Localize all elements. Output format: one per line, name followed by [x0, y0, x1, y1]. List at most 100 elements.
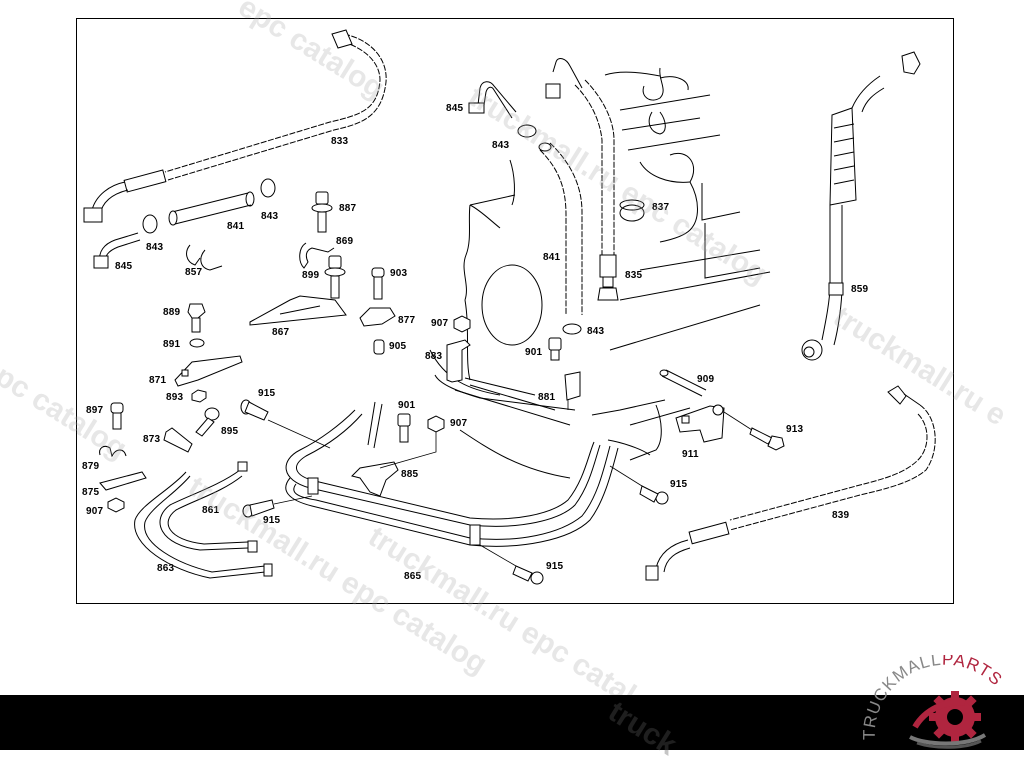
- part-889-bolt: [187, 303, 206, 333]
- callout-897[interactable]: 897: [86, 405, 104, 416]
- part-833-hose: [83, 29, 387, 223]
- callout-875[interactable]: 875: [82, 487, 100, 498]
- part-887-bolt: [311, 191, 333, 233]
- part-907-nut: [107, 497, 125, 513]
- callout-913[interactable]: 913: [786, 424, 804, 435]
- part-869-clip: [299, 242, 335, 269]
- callout-865[interactable]: 865: [404, 571, 422, 582]
- part-907-nut: [379, 415, 445, 469]
- part-895-bolt: [195, 407, 220, 437]
- part-873-plate: [163, 427, 193, 453]
- callout-889[interactable]: 889: [163, 307, 181, 318]
- part-843-clamp: [142, 178, 276, 234]
- part-865-line: [285, 401, 619, 547]
- gear-icon: [909, 691, 987, 749]
- part-903-bolt: [371, 267, 385, 300]
- part-915-bolt: [479, 544, 544, 585]
- part-901-bolt: [397, 413, 411, 443]
- part-841-tube: [538, 142, 583, 315]
- callout-863[interactable]: 863: [157, 563, 175, 574]
- part-905-spacer: [373, 339, 385, 355]
- callout-881[interactable]: 881: [538, 392, 556, 403]
- callout-887[interactable]: 887: [339, 203, 357, 214]
- part-901-bolt: [548, 337, 562, 361]
- part-911-bracket: [675, 404, 725, 443]
- part-861-pipe: [159, 461, 258, 553]
- diagram-frame: [76, 18, 954, 604]
- part-915-bolt: [609, 465, 669, 505]
- callout-843[interactable]: 843: [587, 326, 605, 337]
- part-915-bolt: [240, 399, 331, 449]
- callout-915[interactable]: 915: [263, 515, 281, 526]
- callout-915[interactable]: 915: [258, 388, 276, 399]
- callout-903[interactable]: 903: [390, 268, 408, 279]
- callout-833[interactable]: 833: [331, 136, 349, 147]
- part-891-washer: [189, 338, 205, 348]
- callout-841[interactable]: 841: [543, 252, 561, 263]
- callout-837[interactable]: 837: [652, 202, 670, 213]
- callout-879[interactable]: 879: [82, 461, 100, 472]
- part-857-clip: [186, 244, 223, 271]
- callout-899[interactable]: 899: [302, 270, 320, 281]
- logo-text-accent: PARTS: [942, 655, 1006, 690]
- callout-843[interactable]: 843: [261, 211, 279, 222]
- callout-885[interactable]: 885: [401, 469, 419, 480]
- callout-907[interactable]: 907: [450, 418, 468, 429]
- callout-843[interactable]: 843: [146, 242, 164, 253]
- part-907-nut: [453, 315, 471, 333]
- part-863-pipe: [134, 471, 273, 579]
- callout-911[interactable]: 911: [682, 449, 699, 460]
- callout-915[interactable]: 915: [670, 479, 688, 490]
- callout-859[interactable]: 859: [851, 284, 869, 295]
- callout-841[interactable]: 841: [227, 221, 245, 232]
- callout-871[interactable]: 871: [149, 375, 167, 386]
- part-859-hose: [801, 51, 921, 361]
- watermark: truck: [602, 695, 683, 762]
- part-913-bolt: [723, 411, 785, 451]
- part-867-bracket: [249, 295, 347, 326]
- callout-895[interactable]: 895: [221, 426, 239, 437]
- callout-845[interactable]: 845: [446, 103, 464, 114]
- part-871-bracket: [174, 355, 243, 387]
- callout-891[interactable]: 891: [163, 339, 181, 350]
- part-883-bracket: [446, 339, 471, 383]
- footer-bar: truck: [0, 695, 1024, 762]
- callout-845[interactable]: 845: [115, 261, 133, 272]
- callout-861[interactable]: 861: [202, 505, 220, 516]
- part-885-bracket: [351, 461, 399, 497]
- callout-901[interactable]: 901: [525, 347, 543, 358]
- callout-909[interactable]: 909: [697, 374, 715, 385]
- part-893-nut: [191, 389, 207, 403]
- callout-857[interactable]: 857: [185, 267, 203, 278]
- callout-877[interactable]: 877: [398, 315, 416, 326]
- part-835-pipe: [545, 58, 619, 301]
- callout-867[interactable]: 867: [272, 327, 290, 338]
- part-843-clamp: [562, 323, 582, 335]
- callout-915[interactable]: 915: [546, 561, 564, 572]
- callout-839[interactable]: 839: [832, 510, 850, 521]
- part-845-fitting: [93, 232, 141, 269]
- part-909-rod: [659, 369, 707, 397]
- callout-907[interactable]: 907: [86, 506, 104, 517]
- part-837-grommet: [619, 199, 645, 222]
- logo-text-main: TRUCKMALL: [860, 655, 943, 740]
- part-841-sleeve: [168, 191, 255, 226]
- part-915-bolt: [242, 495, 313, 518]
- callout-905[interactable]: 905: [389, 341, 407, 352]
- callout-901[interactable]: 901: [398, 400, 416, 411]
- engine-block-outline: [429, 67, 771, 479]
- part-899-bolt: [324, 255, 346, 299]
- callout-893[interactable]: 893: [166, 392, 184, 403]
- part-881-bracket: [564, 371, 581, 410]
- callout-907[interactable]: 907: [431, 318, 449, 329]
- logo-text: TRUCKMALLPARTS: [860, 655, 1006, 740]
- callout-873[interactable]: 873: [143, 434, 161, 445]
- callout-883[interactable]: 883: [425, 351, 443, 362]
- callout-843[interactable]: 843: [492, 140, 510, 151]
- truckmallparts-logo: TRUCKMALLPARTS: [860, 655, 1006, 749]
- callout-835[interactable]: 835: [625, 270, 643, 281]
- part-843-clamp: [517, 124, 537, 138]
- part-845-fitting: [468, 81, 517, 119]
- callout-869[interactable]: 869: [336, 236, 354, 247]
